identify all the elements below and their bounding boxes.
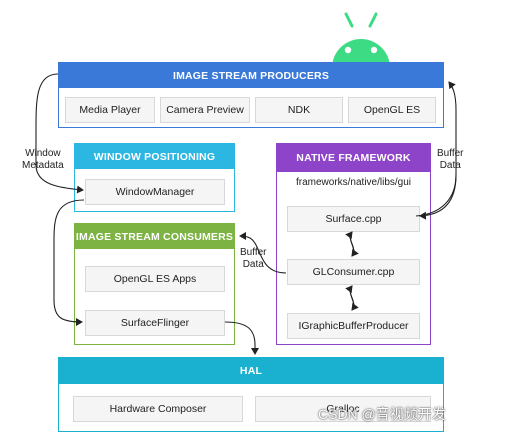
window-metadata-line1: Window <box>25 148 61 159</box>
buffer-data-mid-label: Buffer Data <box>240 247 267 271</box>
buffer-data-right-line1: Buffer <box>437 148 464 159</box>
buffer-data-mid-line2: Data <box>242 259 264 270</box>
android-robot-icon <box>332 12 390 68</box>
window-positioning-header: WINDOW POSITIONING <box>75 144 234 169</box>
glconsumer-cpp-item: GLConsumer.cpp <box>287 259 420 285</box>
gralloc-item: Gralloc <box>255 396 431 422</box>
window-positioning-box: WINDOW POSITIONING WindowManager <box>74 143 235 212</box>
surfaceflinger-to-hal-arrow <box>224 321 259 355</box>
media-player-item: Media Player <box>65 97 155 123</box>
igraphicbufferproducer-item: IGraphicBufferProducer <box>287 313 420 339</box>
hardware-composer-item: Hardware Composer <box>73 396 243 422</box>
native-framework-box: NATIVE FRAMEWORK frameworks/native/libs/… <box>276 143 431 345</box>
buffer-data-right-line2: Data <box>439 160 461 171</box>
opengl-es-apps-item: OpenGL ES Apps <box>85 266 225 292</box>
window-metadata-label: Window Metadata <box>22 148 64 172</box>
window-metadata-arrow <box>35 73 84 194</box>
window-manager-item: WindowManager <box>85 179 225 205</box>
watermark: CSDN @音视频开发 <box>318 406 446 422</box>
surface-cpp-item: Surface.cpp <box>287 206 420 232</box>
image-stream-producers-box: IMAGE STREAM PRODUCERS Media Player Came… <box>58 62 444 128</box>
native-framework-header: NATIVE FRAMEWORK <box>277 144 430 172</box>
buffer-data-right-arrow <box>415 81 457 217</box>
opengl-es-item: OpenGL ES <box>348 97 436 123</box>
buffer-data-mid-line1: Buffer <box>240 247 267 258</box>
window-metadata-line2: Metadata <box>22 160 64 171</box>
ndk-item: NDK <box>255 97 343 123</box>
hal-header: HAL <box>59 358 443 384</box>
hal-box: HAL Hardware Composer Gralloc <box>58 357 444 432</box>
buffer-to-surface-arrow <box>419 174 457 220</box>
consumers-header: IMAGE STREAM CONSUMERS <box>75 224 234 249</box>
native-framework-path: frameworks/native/libs/gui <box>295 177 412 188</box>
image-stream-consumers-box: IMAGE STREAM CONSUMERS OpenGL ES Apps Su… <box>74 223 235 345</box>
surface-flinger-item: SurfaceFlinger <box>85 310 225 336</box>
windowmanager-to-surfaceflinger-arrow <box>53 199 85 326</box>
producers-header: IMAGE STREAM PRODUCERS <box>59 63 443 88</box>
buffer-data-mid-arrow <box>239 232 287 274</box>
camera-preview-item: Camera Preview <box>160 97 250 123</box>
buffer-data-right-label: Buffer Data <box>437 148 464 172</box>
